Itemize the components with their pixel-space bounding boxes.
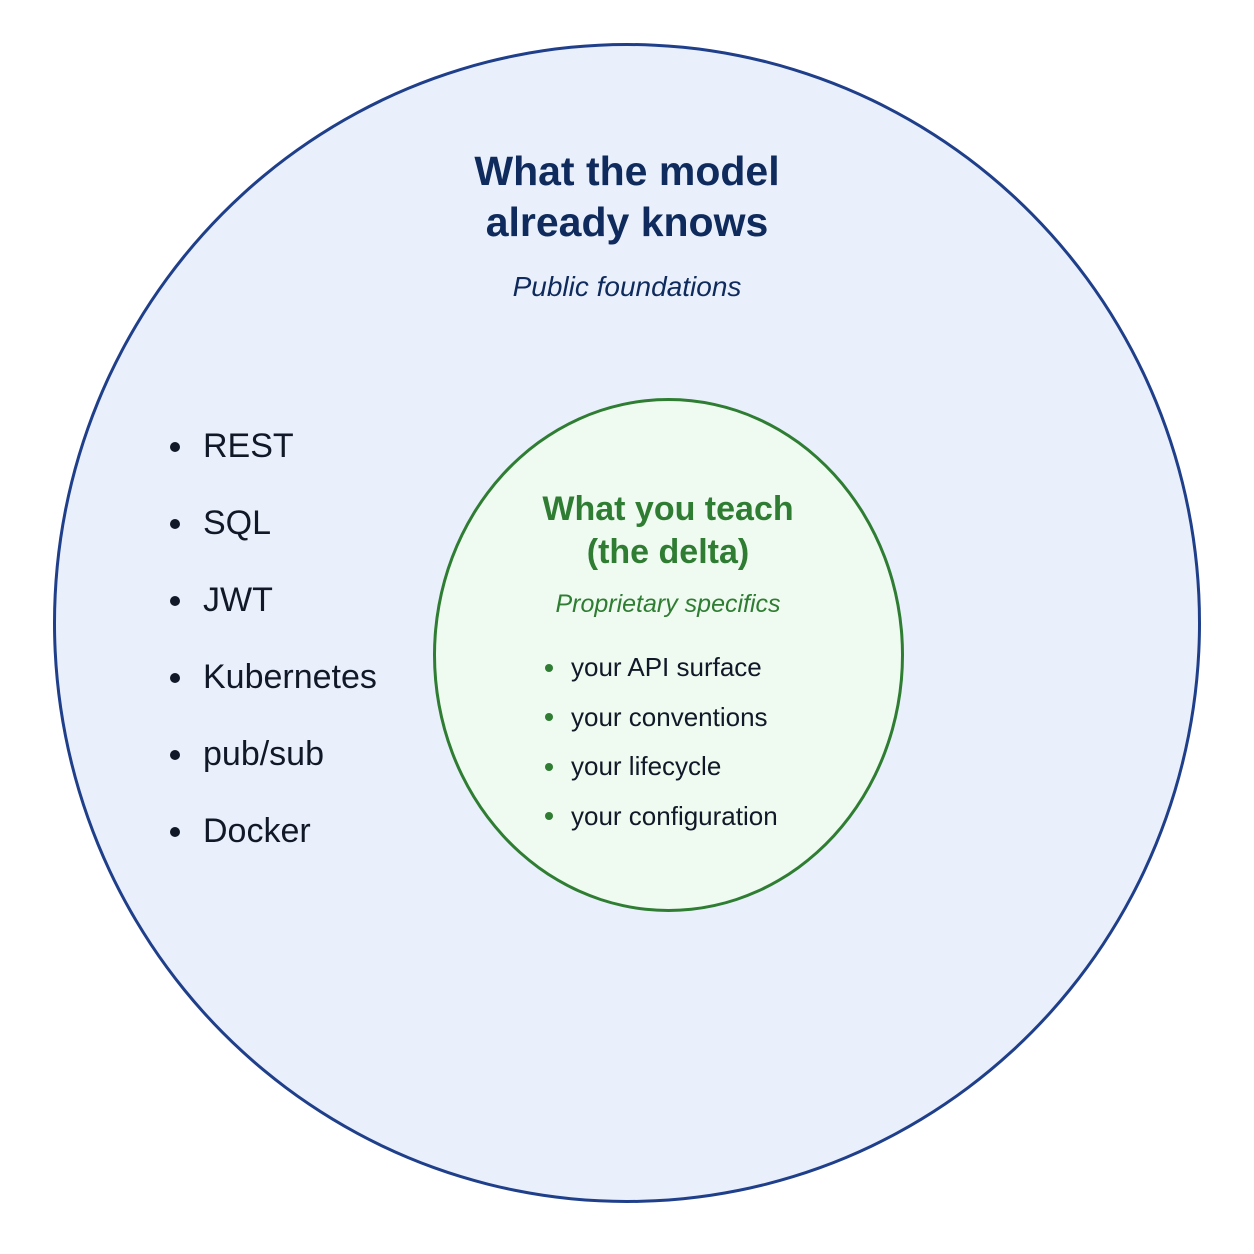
- outer-subtitle: Public foundations: [512, 271, 742, 302]
- bullet-icon: [170, 595, 180, 606]
- bullet-icon: [545, 812, 553, 821]
- list-item-label: your configuration: [571, 800, 778, 831]
- list-item: REST: [170, 408, 377, 485]
- inner-title: What you teach (the delta): [542, 490, 794, 571]
- list-item: your lifecycle: [545, 742, 778, 792]
- list-item: your API surface: [545, 643, 778, 693]
- bullet-icon: [170, 518, 180, 529]
- list-item: SQL: [170, 485, 377, 562]
- bullet-icon: [545, 713, 553, 722]
- list-item-label: JWT: [203, 581, 273, 619]
- bullet-icon: [545, 762, 553, 771]
- outer-title: What the model already knows: [474, 148, 780, 245]
- bullet-icon: [170, 826, 180, 837]
- list-item-label: pub/sub: [203, 735, 324, 773]
- bullet-icon: [170, 749, 180, 760]
- bullet-icon: [170, 672, 180, 683]
- list-item: JWT: [170, 562, 377, 639]
- list-item-label: Kubernetes: [203, 658, 377, 696]
- list-item: your configuration: [545, 792, 778, 842]
- outer-list: REST SQL JWT Kubernetes pub/sub Docker: [170, 408, 377, 870]
- bullet-icon: [170, 441, 180, 452]
- list-item: Docker: [170, 793, 377, 870]
- list-item-label: your lifecycle: [571, 751, 722, 782]
- list-item: your conventions: [545, 693, 778, 743]
- list-item: Kubernetes: [170, 639, 377, 716]
- list-item-label: REST: [203, 427, 294, 465]
- list-item-label: your API surface: [571, 652, 762, 683]
- list-item-label: your conventions: [571, 701, 768, 732]
- inner-subtitle: Proprietary specifics: [555, 590, 781, 618]
- list-item: pub/sub: [170, 716, 377, 793]
- inner-circle: [433, 398, 904, 912]
- bullet-icon: [545, 663, 553, 672]
- list-item-label: Docker: [203, 812, 311, 850]
- list-item-label: SQL: [203, 504, 272, 542]
- inner-list: your API surface your conventions your l…: [545, 643, 778, 841]
